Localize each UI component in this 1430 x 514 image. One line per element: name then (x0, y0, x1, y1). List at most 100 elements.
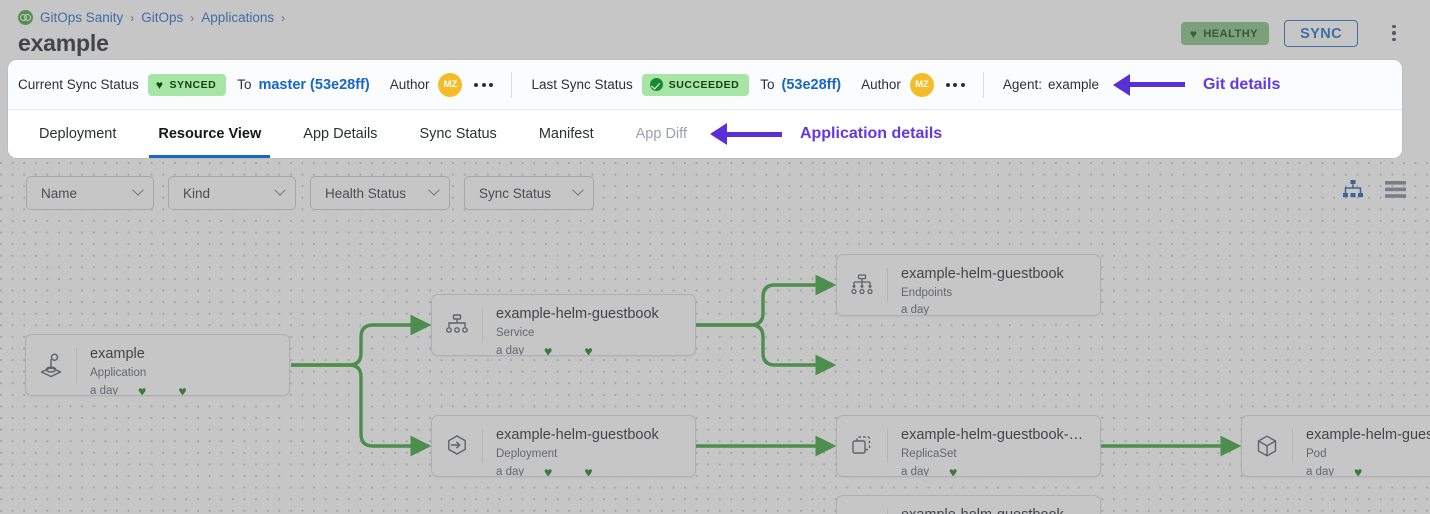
application-details-panel: Current Sync Status ♥ SYNCED To master (… (8, 60, 1402, 158)
tab-sync-status[interactable]: Sync Status (419, 126, 497, 142)
sync-button[interactable]: SYNC (1284, 20, 1358, 47)
breadcrumb-separator: › (130, 10, 135, 25)
filter-sync-status[interactable]: Sync Status (464, 176, 594, 210)
last-author-label: Author (861, 77, 901, 92)
node-age: a day (496, 345, 525, 356)
arrow-head-icon (1112, 73, 1130, 96)
graph-node-endpoints[interactable]: example-helm-guestbook Endpoints a day (836, 254, 1101, 316)
breadcrumb-item-gitops[interactable]: GitOps (141, 10, 184, 25)
breadcrumb-item-applications[interactable]: Applications (201, 10, 275, 25)
filter-name[interactable]: Name (26, 176, 154, 210)
last-revision-link[interactable]: (53e28ff) (781, 76, 842, 93)
tab-manifest[interactable]: Manifest (538, 126, 594, 142)
current-sync-status-label: Current Sync Status (18, 77, 139, 92)
node-status-icons: ♥ (949, 464, 958, 477)
page-title: example (18, 30, 109, 56)
node-body: example-helm-guestbook-74… ReplicaSet a … (888, 416, 1100, 476)
resource-graph-canvas: Name Kind Health Status Sync Status (0, 162, 1430, 514)
git-details-annotation-arrow (1112, 73, 1185, 96)
graph-node-deployment[interactable]: example-helm-guestbook Deployment a day … (431, 415, 696, 477)
chevron-down-icon (274, 184, 286, 196)
filter-name-label: Name (41, 185, 78, 201)
node-divider (482, 429, 483, 463)
filter-bar: Name Kind Health Status Sync Status (26, 176, 594, 210)
node-divider (887, 429, 888, 463)
git-details-annotation-label: Git details (1202, 75, 1281, 93)
arrow-shaft (726, 131, 782, 137)
breadcrumb: GitOps Sanity › GitOps › Applications › (18, 10, 285, 25)
node-body: example-helm-guestbook-ct… EndpointSlice… (888, 496, 1100, 514)
node-meta: a day ♥ (901, 464, 1090, 477)
node-kind: ReplicaSet (901, 448, 957, 460)
last-sync-status-label: Last Sync Status (531, 77, 633, 92)
node-meta: a day ♥ ♥ (496, 464, 685, 477)
filter-health-status[interactable]: Health Status (310, 176, 450, 210)
avatar: MZ (438, 72, 463, 97)
node-status-icons: ♥ ♥ (544, 464, 593, 477)
filter-kind[interactable]: Kind (168, 176, 296, 210)
node-kind: Deployment (496, 448, 558, 460)
node-title: example-helm-guestbook-74… (901, 427, 1090, 443)
tab-app-diff[interactable]: App Diff (635, 126, 687, 142)
breadcrumb-separator: › (190, 10, 195, 25)
node-kind: Pod (1306, 448, 1327, 460)
health-heart-icon: ♥ (544, 343, 553, 356)
chevron-down-icon (132, 184, 144, 196)
graph-node-service[interactable]: example-helm-guestbook Service a day ♥ ♥ (431, 294, 696, 356)
health-heart-icon: ♥ (544, 464, 553, 477)
filter-sync-status-label: Sync Status (479, 185, 552, 201)
graph-node-pod[interactable]: example-helm-guest Pod a day ♥ (1241, 415, 1430, 477)
breadcrumb-separator: › (281, 10, 286, 25)
node-body: example-helm-guestbook Deployment a day … (483, 416, 695, 476)
current-ellipsis-icon[interactable] (474, 82, 494, 87)
tab-resource-view[interactable]: Resource View (137, 110, 282, 158)
graph-node-replicaset[interactable]: example-helm-guestbook-74… ReplicaSet a … (836, 415, 1101, 477)
heart-icon: ♥ (155, 77, 164, 92)
sync-heart-icon: ♥ (584, 343, 593, 356)
endpoints-icon (837, 255, 887, 315)
node-title: example-helm-guestbook (901, 266, 1064, 282)
node-meta: a day ♥ ♥ (90, 383, 279, 396)
node-status-icons: ♥ (1354, 465, 1362, 476)
health-heart-icon: ♥ (949, 464, 958, 477)
check-circle-icon (649, 78, 663, 91)
current-to-label: To (237, 77, 252, 92)
health-heart-icon: ♥ (138, 383, 147, 396)
node-meta: a day (901, 304, 1090, 315)
current-revision-link[interactable]: master (53e28ff) (258, 76, 370, 93)
chevron-down-icon (572, 184, 584, 196)
last-ellipsis-icon[interactable] (945, 82, 965, 87)
node-status-icons: ♥ ♥ (138, 383, 187, 396)
node-divider (1292, 429, 1293, 463)
graph-node-endpointslice[interactable]: example-helm-guestbook-ct… EndpointSlice… (836, 495, 1101, 514)
node-kind: Endpoints (901, 287, 953, 299)
endpointslice-icon (837, 496, 887, 514)
filter-kind-label: Kind (183, 185, 211, 201)
node-body: example-helm-guest Pod a day ♥ (1293, 416, 1430, 476)
node-divider (887, 268, 888, 302)
node-body: example Application a day ♥ ♥ (77, 335, 289, 395)
node-age: a day (901, 466, 930, 477)
node-body: example-helm-guestbook Service a day ♥ ♥ (483, 295, 695, 355)
top-bar: GitOps Sanity › GitOps › Applications › … (0, 0, 1430, 62)
node-meta: a day ♥ ♥ (496, 343, 685, 356)
list-view-icon[interactable] (1385, 180, 1406, 198)
node-title: example-helm-guest (1306, 427, 1430, 443)
filter-health-status-label: Health Status (325, 185, 407, 201)
pod-icon (1242, 416, 1292, 476)
node-body: example-helm-guestbook Endpoints a day (888, 255, 1100, 315)
node-status-icons: ♥ ♥ (544, 343, 593, 356)
graph-node-application[interactable]: example Application a day ♥ ♥ (25, 334, 290, 396)
sync-heart-icon: ♥ (178, 383, 187, 396)
breadcrumb-item-gitops-sanity[interactable]: GitOps Sanity (40, 10, 124, 25)
node-kind: Application (90, 367, 147, 379)
kebab-menu-icon[interactable] (1386, 22, 1402, 44)
tab-deployment[interactable]: Deployment (39, 126, 117, 142)
node-age: a day (90, 385, 119, 396)
tab-app-details[interactable]: App Details (303, 126, 378, 142)
last-sync-status-badge: SUCCEEDED (641, 73, 750, 96)
node-age: a day (1306, 466, 1335, 477)
last-to-label: To (760, 77, 775, 92)
tree-view-icon[interactable] (1343, 180, 1363, 198)
